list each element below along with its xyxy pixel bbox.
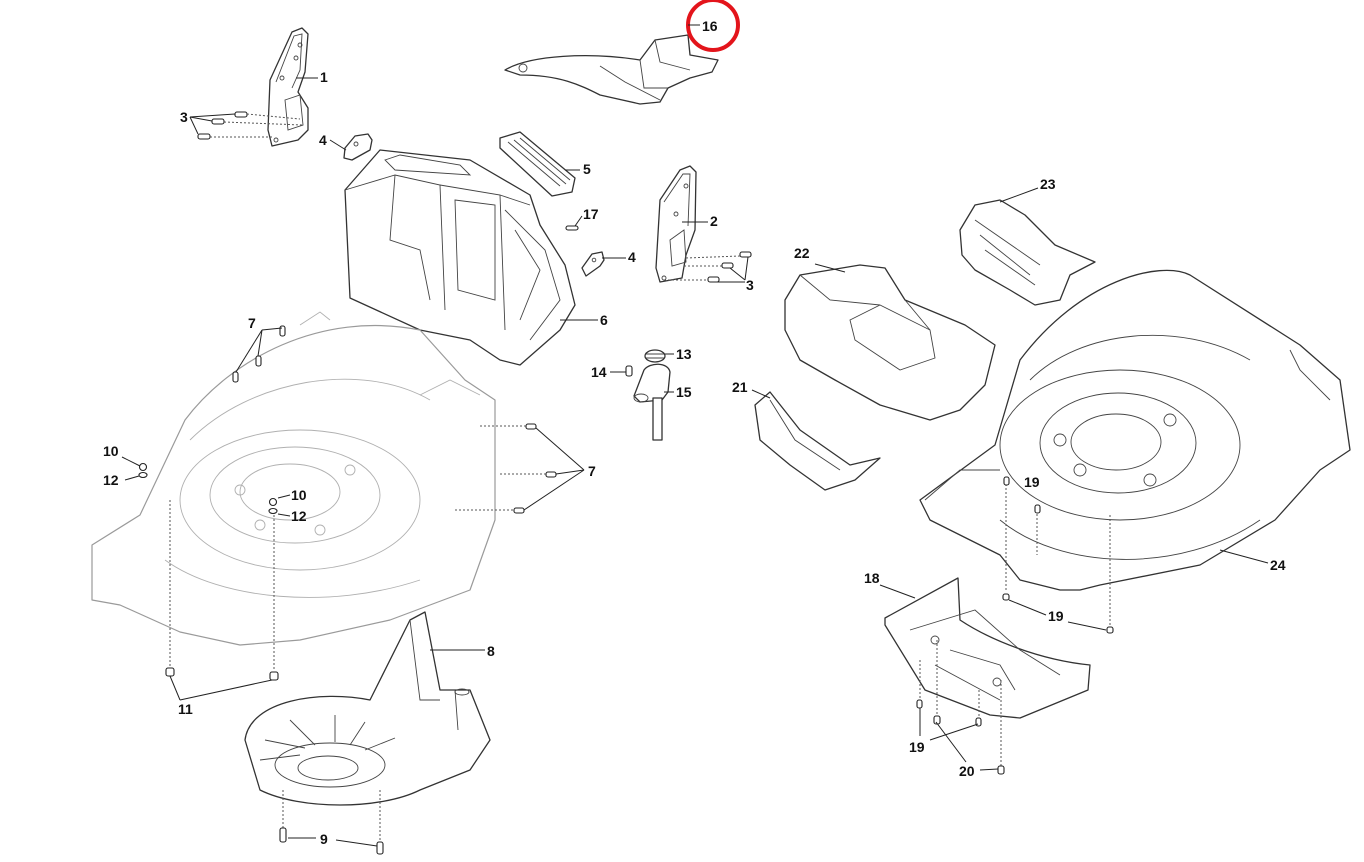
part-16-handle-bracket [504,34,719,105]
callout-10-center: 10 [291,487,307,503]
part-14-screw [625,365,633,377]
callout-12-left: 12 [103,472,119,488]
callout-21: 21 [732,379,748,395]
callout-20: 20 [959,763,975,779]
part-5-filter-grid [499,131,576,197]
callout-19-mid: 19 [1048,608,1064,624]
bolt-set-19-20-skid [916,640,1005,775]
callout-7-top: 7 [248,315,256,331]
callout-13: 13 [676,346,692,362]
callout-10-left: 10 [103,443,119,459]
bolt-set-19-deck [1002,476,1114,634]
part-2-handle-plate-right [655,165,697,283]
callout-8: 8 [487,643,495,659]
part-4-clip-right [581,251,605,277]
callout-2: 2 [710,213,718,229]
callout-1: 1 [320,69,328,85]
part-deck-left-ghost [91,311,496,646]
callout-5: 5 [583,161,591,177]
callout-23: 23 [1040,176,1056,192]
callout-19-bottom: 19 [909,739,925,755]
bolt-set-7-top [232,325,286,383]
bolt-set-9 [279,790,384,855]
part-6-grass-catcher-frame [344,149,576,366]
part-21-front-handle [754,391,881,491]
part-24-cutting-deck [919,269,1351,591]
callout-7-side: 7 [588,463,596,479]
part-17-pin [565,225,579,231]
part-18-skid-plate [884,577,1091,719]
part-15-adjuster-shaft [633,363,671,441]
callout-4-right: 4 [628,249,636,265]
callout-18: 18 [864,570,880,586]
callout-15: 15 [676,384,692,400]
callout-3-right: 3 [746,277,754,293]
fastener-set-10-12-11 [121,456,291,701]
callout-4-left: 4 [319,132,327,148]
part-1-handle-plate-left [267,27,309,147]
callout-9: 9 [320,831,328,847]
callout-3-left: 3 [180,109,188,125]
bolt-set-3-right [664,251,752,283]
callout-6: 6 [600,312,608,328]
part-8-mulching-plug [244,611,491,806]
callout-17: 17 [583,206,599,222]
bolt-set-7-side [455,423,585,514]
callout-12-center: 12 [291,508,307,524]
callout-11: 11 [178,701,193,717]
callout-14: 14 [591,364,607,380]
callout-16: 16 [702,18,718,34]
part-23-rear-flap [959,199,1096,306]
part-13-spring [644,349,666,363]
callout-24: 24 [1270,557,1286,573]
part-22-front-cover [784,264,996,421]
callout-19-top: 19 [1024,474,1040,490]
bolt-set-3-left [189,111,303,140]
callout-22: 22 [794,245,810,261]
part-4-clip-left [343,133,373,161]
